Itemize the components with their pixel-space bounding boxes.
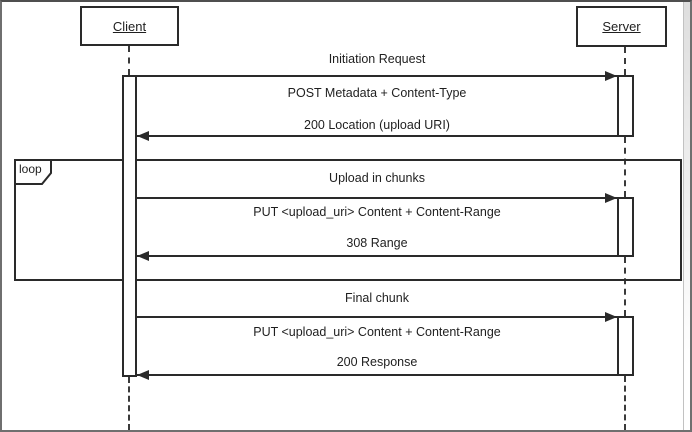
actor-box-client: Client <box>80 6 179 46</box>
message-label-put-chunk: PUT <upload_uri> Content + Content-Range <box>253 205 501 219</box>
loop-operator-label: loop <box>19 162 42 176</box>
arrowhead-left-icon <box>137 251 149 261</box>
actor-box-server: Server <box>576 6 667 47</box>
section-title-initiation: Initiation Request <box>328 52 426 66</box>
client-activation-bar <box>122 75 137 377</box>
message-line-initiation-response <box>137 135 617 137</box>
section-title-upload-in-chunks: Upload in chunks <box>329 171 425 185</box>
arrowhead-right-icon <box>605 193 617 203</box>
arrowhead-right-icon <box>605 71 617 81</box>
server-activation-bar-initiation <box>617 75 634 137</box>
message-line-final-request <box>137 316 617 318</box>
message-line-final-response <box>137 374 617 376</box>
loop-operator-tag <box>14 159 52 185</box>
client-lifeline <box>128 46 130 75</box>
server-lifeline <box>624 137 626 197</box>
server-lifeline <box>624 257 626 316</box>
message-label-post-metadata: POST Metadata + Content-Type <box>287 86 467 100</box>
server-lifeline <box>624 376 626 430</box>
loop-fragment-frame <box>14 159 682 281</box>
message-label-200-location: 200 Location (upload URI) <box>304 118 450 132</box>
message-line-chunk-response <box>137 255 617 257</box>
actor-label-server: Server <box>602 19 641 34</box>
arrowhead-left-icon <box>137 131 149 141</box>
page-edge-gutter <box>683 2 690 430</box>
message-label-put-final: PUT <upload_uri> Content + Content-Range <box>253 325 501 339</box>
server-activation-bar-chunk <box>617 197 634 257</box>
server-activation-bar-final <box>617 316 634 376</box>
arrowhead-right-icon <box>605 312 617 322</box>
message-label-200-response: 200 Response <box>336 355 418 369</box>
server-lifeline <box>624 47 626 75</box>
message-label-308-range: 308 Range <box>346 236 408 250</box>
arrowhead-left-icon <box>137 370 149 380</box>
client-lifeline <box>128 377 130 430</box>
section-title-final-chunk: Final chunk <box>345 291 409 305</box>
message-line-initiation-request <box>137 75 617 77</box>
message-line-chunk-request <box>137 197 617 199</box>
actor-label-client: Client <box>112 18 147 34</box>
